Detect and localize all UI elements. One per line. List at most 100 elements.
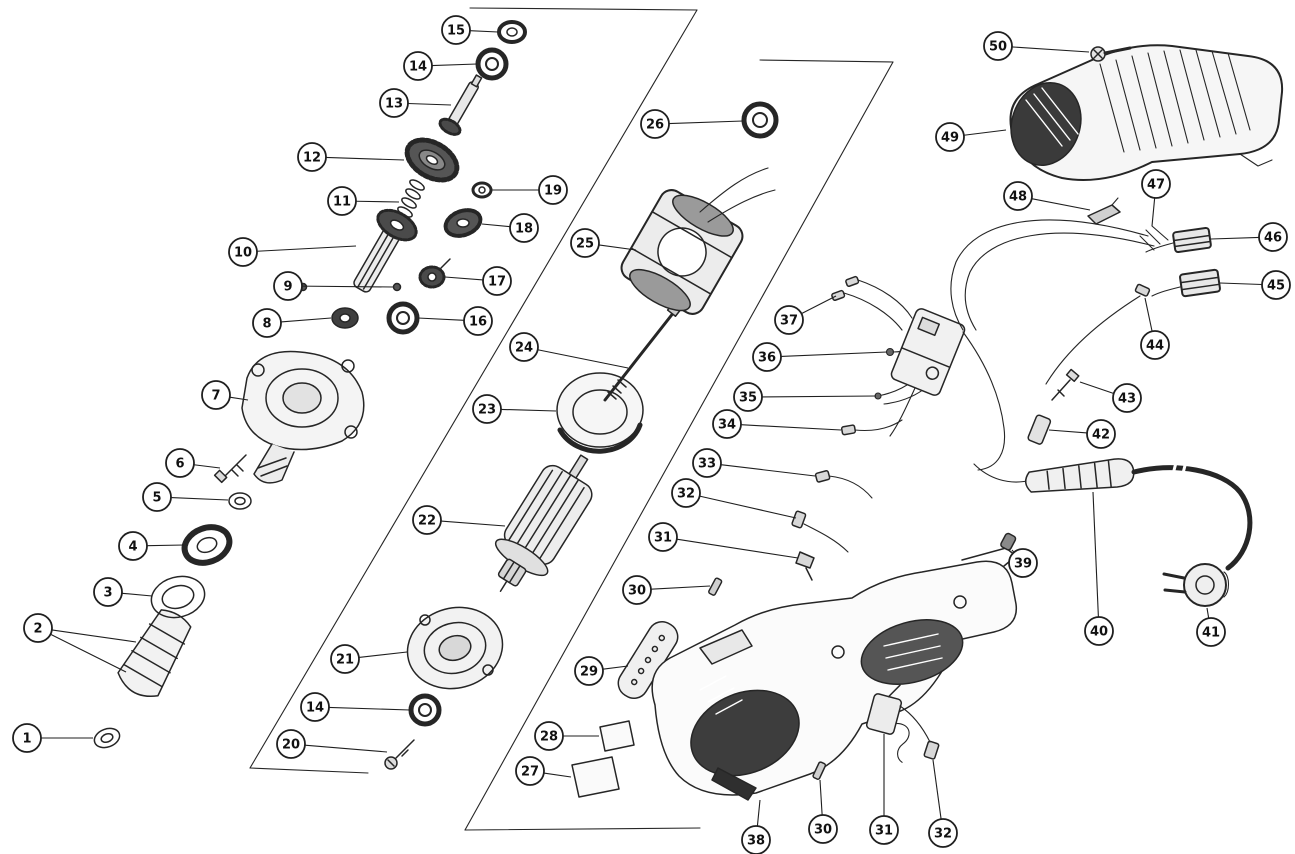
callout-number: 20 xyxy=(282,738,300,753)
leader-line xyxy=(668,120,744,125)
callout-3: 3 xyxy=(93,577,153,607)
callout-circle xyxy=(774,305,804,335)
callout-circle xyxy=(1086,419,1116,449)
callout-16: 16 xyxy=(417,306,493,336)
callout-42: 42 xyxy=(1048,419,1116,449)
callout-number: 25 xyxy=(576,237,594,252)
part-clip-48 xyxy=(1087,197,1121,225)
leader-line xyxy=(417,317,465,321)
callout-number: 12 xyxy=(303,151,321,166)
part-washer-1 xyxy=(93,727,121,749)
callout-circle xyxy=(12,723,42,753)
leader-line xyxy=(229,396,249,401)
callout-14: 14 xyxy=(403,51,478,81)
callout-circle xyxy=(1003,181,1033,211)
part-42 xyxy=(1027,414,1052,445)
callout-circle xyxy=(712,409,742,439)
callout-circle xyxy=(327,186,357,216)
callout-15: 15 xyxy=(441,15,499,45)
callout-8: 8 xyxy=(252,308,332,338)
callout-number: 28 xyxy=(540,730,558,745)
callout-circle xyxy=(692,448,722,478)
leader-line xyxy=(1092,491,1099,618)
callout-47: 47 xyxy=(1141,169,1171,227)
callout-10: 10 xyxy=(228,237,357,267)
leader-line xyxy=(1011,46,1090,53)
leader-line xyxy=(355,200,400,203)
part-terminal-34 xyxy=(840,419,903,436)
callout-13: 13 xyxy=(379,88,452,118)
leader-line xyxy=(325,156,405,161)
leader-line xyxy=(1031,198,1091,211)
leader-line xyxy=(537,349,629,369)
callout-number: 6 xyxy=(175,457,184,472)
callout-32: 32 xyxy=(928,759,958,848)
callout-circle xyxy=(142,482,172,512)
callout-45: 45 xyxy=(1219,270,1291,300)
callout-number: 42 xyxy=(1092,428,1110,443)
leader-line xyxy=(440,520,506,527)
part-connector-33 xyxy=(814,470,873,499)
callout-circle xyxy=(1112,383,1142,413)
callout-circle xyxy=(1008,548,1038,578)
part-bolt-24 xyxy=(603,303,682,402)
callout-30: 30 xyxy=(808,779,838,844)
part-screw-50 xyxy=(1090,46,1132,62)
callout-circle xyxy=(472,394,502,424)
callout-number: 8 xyxy=(262,317,271,332)
callout-number: 44 xyxy=(1146,339,1164,354)
callout-number: 14 xyxy=(409,60,427,75)
callout-number: 30 xyxy=(628,584,646,599)
callout-48: 48 xyxy=(1003,181,1091,211)
part-bearing-ring-4 xyxy=(181,524,233,566)
callout-number: 13 xyxy=(385,97,403,112)
callout-number: 41 xyxy=(1202,626,1220,641)
part-bearing-plate-21 xyxy=(406,606,504,690)
callout-circle xyxy=(379,88,409,118)
part-clamp-ring-3 xyxy=(150,575,206,619)
callout-43: 43 xyxy=(1079,381,1142,413)
callout-21: 21 xyxy=(330,644,408,674)
callout-circle xyxy=(808,814,838,844)
callout-number: 26 xyxy=(646,118,664,133)
callout-circle xyxy=(928,818,958,848)
callout-number: 9 xyxy=(283,280,292,295)
part-connector-46 xyxy=(1145,226,1212,254)
callout-circle xyxy=(118,531,148,561)
part-connectors-37 xyxy=(831,275,913,331)
callout-24: 24 xyxy=(509,332,629,369)
leader-line xyxy=(801,295,837,315)
callout-number: 39 xyxy=(1014,557,1032,572)
callout-27: 27 xyxy=(515,756,572,786)
leader-line xyxy=(1079,381,1114,395)
callout-number: 31 xyxy=(875,824,893,839)
part-wire-44 xyxy=(1045,283,1151,385)
callout-number: 24 xyxy=(515,341,533,356)
callout-circle xyxy=(509,332,539,362)
callout-circle xyxy=(515,756,545,786)
part-crown-gear-12 xyxy=(404,137,460,183)
leader-line xyxy=(444,276,484,281)
part-connector-32a xyxy=(791,510,849,553)
callout-circle xyxy=(1140,330,1170,360)
callout-circle xyxy=(1258,222,1288,252)
callout-circle xyxy=(869,815,899,845)
callout-circle xyxy=(330,644,360,674)
callout-9: 9 xyxy=(273,271,394,301)
callout-44: 44 xyxy=(1140,297,1170,360)
leader-line xyxy=(51,629,137,643)
callout-circle xyxy=(648,522,678,552)
callout-circle xyxy=(1084,616,1114,646)
callout-31: 31 xyxy=(648,522,799,559)
callout-circle xyxy=(273,271,303,301)
part-bearing-14b xyxy=(408,693,442,727)
callout-number: 35 xyxy=(739,391,757,406)
leader-line xyxy=(469,30,499,33)
callout-circle xyxy=(403,51,433,81)
stator-lead-wires xyxy=(699,167,776,223)
callout-6: 6 xyxy=(165,448,221,478)
callout-circle xyxy=(733,382,763,412)
callout-circle xyxy=(23,613,53,643)
callout-number: 10 xyxy=(234,246,252,261)
callout-11: 11 xyxy=(327,186,400,216)
